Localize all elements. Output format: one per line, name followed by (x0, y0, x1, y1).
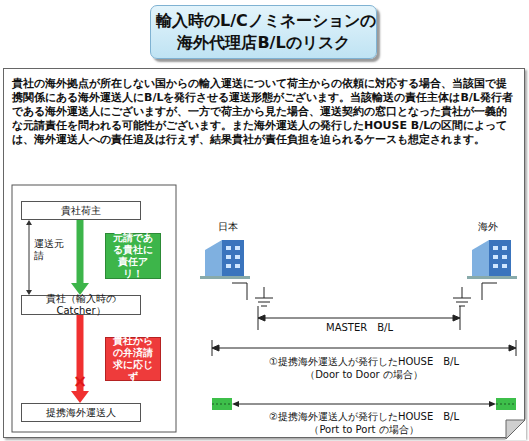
node-text-group: 元請である貴社に責任アリ！ (106, 232, 160, 280)
node-text: 貴社からの弁済請求に応じず (109, 335, 157, 383)
node-text-group: 貴社（輸入時のCatcher） (22, 293, 140, 317)
node-text: 元請である貴社に責任アリ！ (109, 232, 157, 280)
node-text-group: 貴社荷主 (61, 205, 101, 217)
party-box: 貴社荷主 (21, 201, 141, 220)
edge-label: 運送元請 (34, 238, 70, 262)
arrow-head (26, 290, 32, 295)
node-text: 貴社の海外拠点が所在しない国からの輸入運送について荷主からの依頼に対応する場合、… (12, 77, 516, 147)
bl-label: ①提携海外運送人が発行したHOUSE B/L (212, 356, 516, 368)
node-text-group: 貴社の海外拠点が所在しない国からの輸入運送について荷主からの依頼に対応する場合、… (4, 69, 524, 155)
place-label: 日本 (218, 221, 238, 233)
arrow-shaft (77, 220, 84, 283)
arrow-shaft (29, 225, 30, 290)
contract-arrow (26, 220, 32, 295)
place-label: 海外 (478, 221, 498, 233)
arrow-head (26, 220, 32, 225)
node-text: 貴社荷主 (61, 205, 101, 217)
bl-note: （Door to Door の場合） (212, 369, 516, 381)
callout-box: 元請である貴社に責任アリ！ (105, 233, 161, 279)
title-banner: 輸入時のL/Cノミネーションの 海外代理店B/Lのリスク (150, 5, 377, 59)
bl-note: （Port to Port の場合） (212, 424, 516, 436)
party-box: 貴社（輸入時のCatcher） (21, 295, 141, 315)
node-text: 貴社（輸入時のCatcher） (22, 293, 140, 317)
party-box: 提携海外運送人 (21, 403, 141, 422)
bl-label: ②提携海外運送人が発行したHOUSE B/L (212, 411, 516, 423)
node-text-group: 貴社からの弁済請求に応じず (106, 335, 160, 383)
callout-box: 貴社からの弁済請求に応じず (105, 337, 161, 381)
bl-label: MASTER B/L (259, 322, 460, 334)
flow-arrow (71, 315, 89, 403)
cross-mark: × (73, 372, 87, 390)
node-text: 提携海外運送人 (46, 407, 116, 419)
title-text: 輸入時のL/Cノミネーションの 海外代理店B/Lのリスク (156, 10, 371, 54)
arrow-head (71, 283, 89, 295)
arrow-head (71, 391, 89, 403)
flow-arrow (71, 220, 89, 295)
node-text-group: 提携海外運送人 (46, 407, 116, 419)
